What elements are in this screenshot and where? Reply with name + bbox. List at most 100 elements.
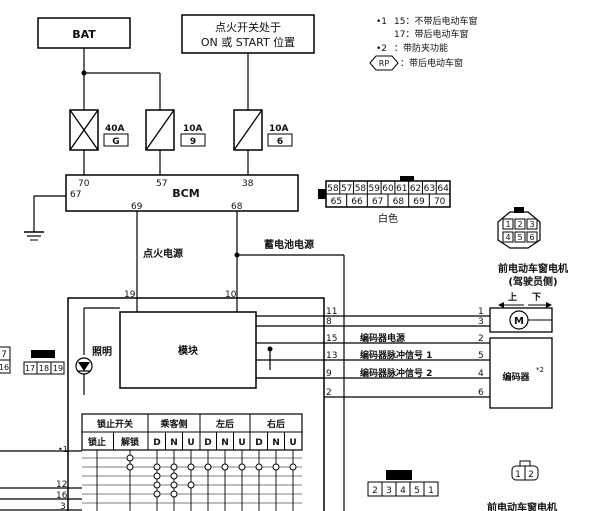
fuse3-code-box (267, 133, 293, 147)
fuse-40a (69, 109, 99, 151)
connector-pin-label: 68 (393, 197, 405, 207)
bat-box (37, 17, 131, 49)
contact-point (255, 463, 263, 471)
fuse2-code-box (180, 133, 206, 147)
motor-connector-pin: 2 (517, 220, 522, 229)
bcm-pin-38: 38 (242, 179, 254, 189)
contact-point (126, 454, 134, 462)
contact-point (153, 463, 161, 471)
motor-pin-label: 6 (478, 388, 484, 398)
ignition-label-line2: ON 或 START 位置 (201, 35, 295, 49)
rp-text: ：带后电动车窗 (400, 57, 463, 69)
table-subheader: N (272, 438, 280, 448)
connector-pin-label: 63 (424, 184, 435, 194)
contact-point (289, 463, 297, 471)
connector-pin-label: 67 (372, 197, 383, 207)
motor-connector-pin: 4 (505, 233, 510, 242)
contact-point (170, 472, 178, 480)
rp-symbol: RP (379, 59, 390, 68)
contact-point (153, 490, 161, 498)
bcm-label: BCM (172, 187, 199, 200)
note1-line1: 15：不带后电动车窗 (394, 15, 477, 27)
bottom-connector-pin: 4 (400, 486, 406, 496)
note2-mark: •2 (376, 44, 387, 54)
bottom-connector-pin: 5 (414, 486, 420, 496)
bcm-pin-70: 70 (78, 179, 90, 189)
ignition-label-line1: 点火开关处于 (215, 20, 281, 34)
motor-pin-label: 1 (478, 307, 484, 317)
signal-label: 编码器电源 (360, 332, 405, 344)
motor-pin-label: 5 (478, 351, 484, 361)
left-conn-b-pin2: 18 (39, 364, 49, 373)
left-conn-b-pin3: 19 (53, 364, 63, 373)
contact-point (204, 463, 212, 471)
fuse1-code: G (112, 137, 119, 147)
switch-frame (67, 297, 325, 511)
motor-connector-pin: 6 (529, 233, 534, 242)
motor-connector-pin: 5 (517, 233, 522, 242)
table-subheader: D (255, 438, 262, 448)
contact-point (126, 463, 134, 471)
contact-point (153, 481, 161, 489)
connector-pin-label: 59 (368, 184, 380, 194)
lighting-led-icon (75, 357, 93, 375)
note2-text: ：带防夹功能 (394, 42, 448, 54)
bottom-connector-pin: 3 (386, 486, 392, 496)
connector-pin-label: 58 (327, 184, 339, 194)
module-pin-label: 11 (326, 307, 337, 317)
ignition-box (181, 14, 315, 54)
connector-pin-label: 60 (382, 184, 394, 194)
connector-pin-label: 64 (437, 184, 449, 194)
motor-pin-label: 3 (478, 317, 484, 327)
module-pin-label: 9 (326, 369, 332, 379)
encoder-box (489, 337, 553, 409)
connector-pin-label: 61 (396, 184, 407, 194)
left-connector-b (23, 350, 65, 375)
module-pin-10: 10 (225, 290, 237, 300)
motor-connector-pin: 1 (505, 220, 510, 229)
table-subheader: U (187, 438, 194, 448)
connector-pin-label: 57 (341, 184, 352, 194)
table-subheader: 锁止 (88, 436, 106, 448)
contact-point (153, 472, 161, 480)
contact-point (170, 490, 178, 498)
module-pin-label: 2 (326, 388, 332, 398)
fuse-10a-9 (145, 109, 175, 151)
table-subheader: U (289, 438, 296, 448)
table-header-passenger: 乘客侧 (159, 418, 187, 430)
contact-point (170, 463, 178, 471)
table-header-rear-right: 右后 (266, 418, 285, 430)
fuse3-code: 6 (277, 137, 283, 147)
bcm-box (65, 174, 299, 212)
table-subheader: N (170, 438, 178, 448)
bottom-connector (367, 470, 439, 497)
small-conn-pin2: 2 (528, 470, 534, 480)
table-subheader: U (238, 438, 245, 448)
left-conn-a-pin1: 7 (1, 350, 7, 360)
table-subheader: 解锁 (121, 436, 139, 448)
bcm-pin-57: 57 (156, 179, 167, 189)
left-conn-b-pin1: 17 (25, 364, 35, 373)
fuse2-code: 9 (190, 137, 196, 147)
fuse1-amps: 40A (105, 124, 125, 134)
motor-pin-label: 2 (478, 334, 484, 344)
motor-connector-pin: 3 (529, 220, 534, 229)
bat-label: BAT (72, 28, 96, 41)
contact-point (272, 463, 280, 471)
module-label: 模块 (178, 344, 199, 357)
connector-pin-label: 65 (331, 197, 342, 207)
module-pin-3: 3 (60, 502, 66, 511)
battery-power-label: 蓄电池电源 (264, 238, 314, 251)
switch-contact-grid (82, 450, 302, 511)
motor-title-line2: (驾驶员侧) (508, 275, 557, 288)
small-connector-icon (511, 460, 539, 481)
bottom-connector-pin: 2 (372, 486, 378, 496)
table-header-lock: 锁止开关 (97, 418, 133, 430)
connector-pin-label: 66 (351, 197, 363, 207)
signal-label: 编码器脉冲信号 1 (360, 349, 432, 361)
